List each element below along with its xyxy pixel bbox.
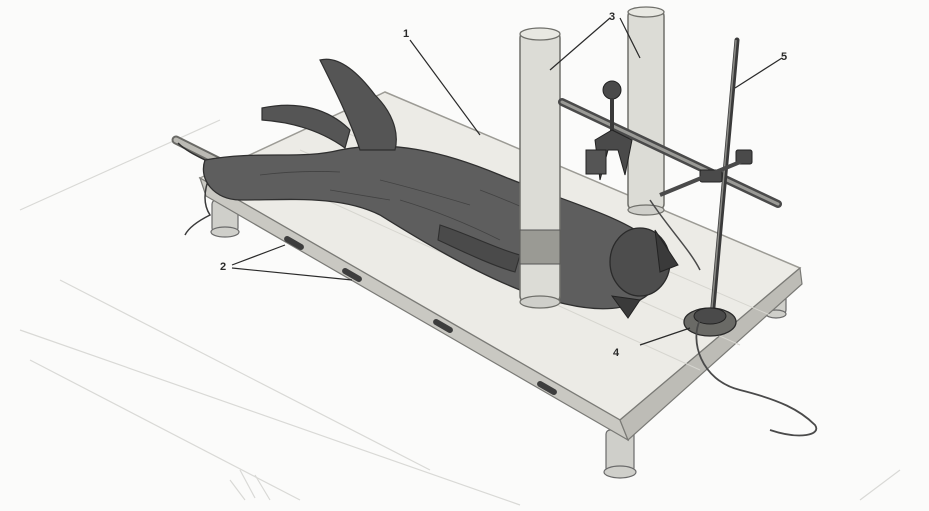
leader-2a <box>232 245 285 265</box>
callout-label-1: 1 <box>403 29 409 40</box>
callout-label-4: 4 <box>613 348 619 359</box>
leader-5 <box>735 58 782 88</box>
callout-label-3: 3 <box>609 12 615 23</box>
callout-label-2: 2 <box>220 262 226 273</box>
callout-label-5: 5 <box>781 52 787 63</box>
